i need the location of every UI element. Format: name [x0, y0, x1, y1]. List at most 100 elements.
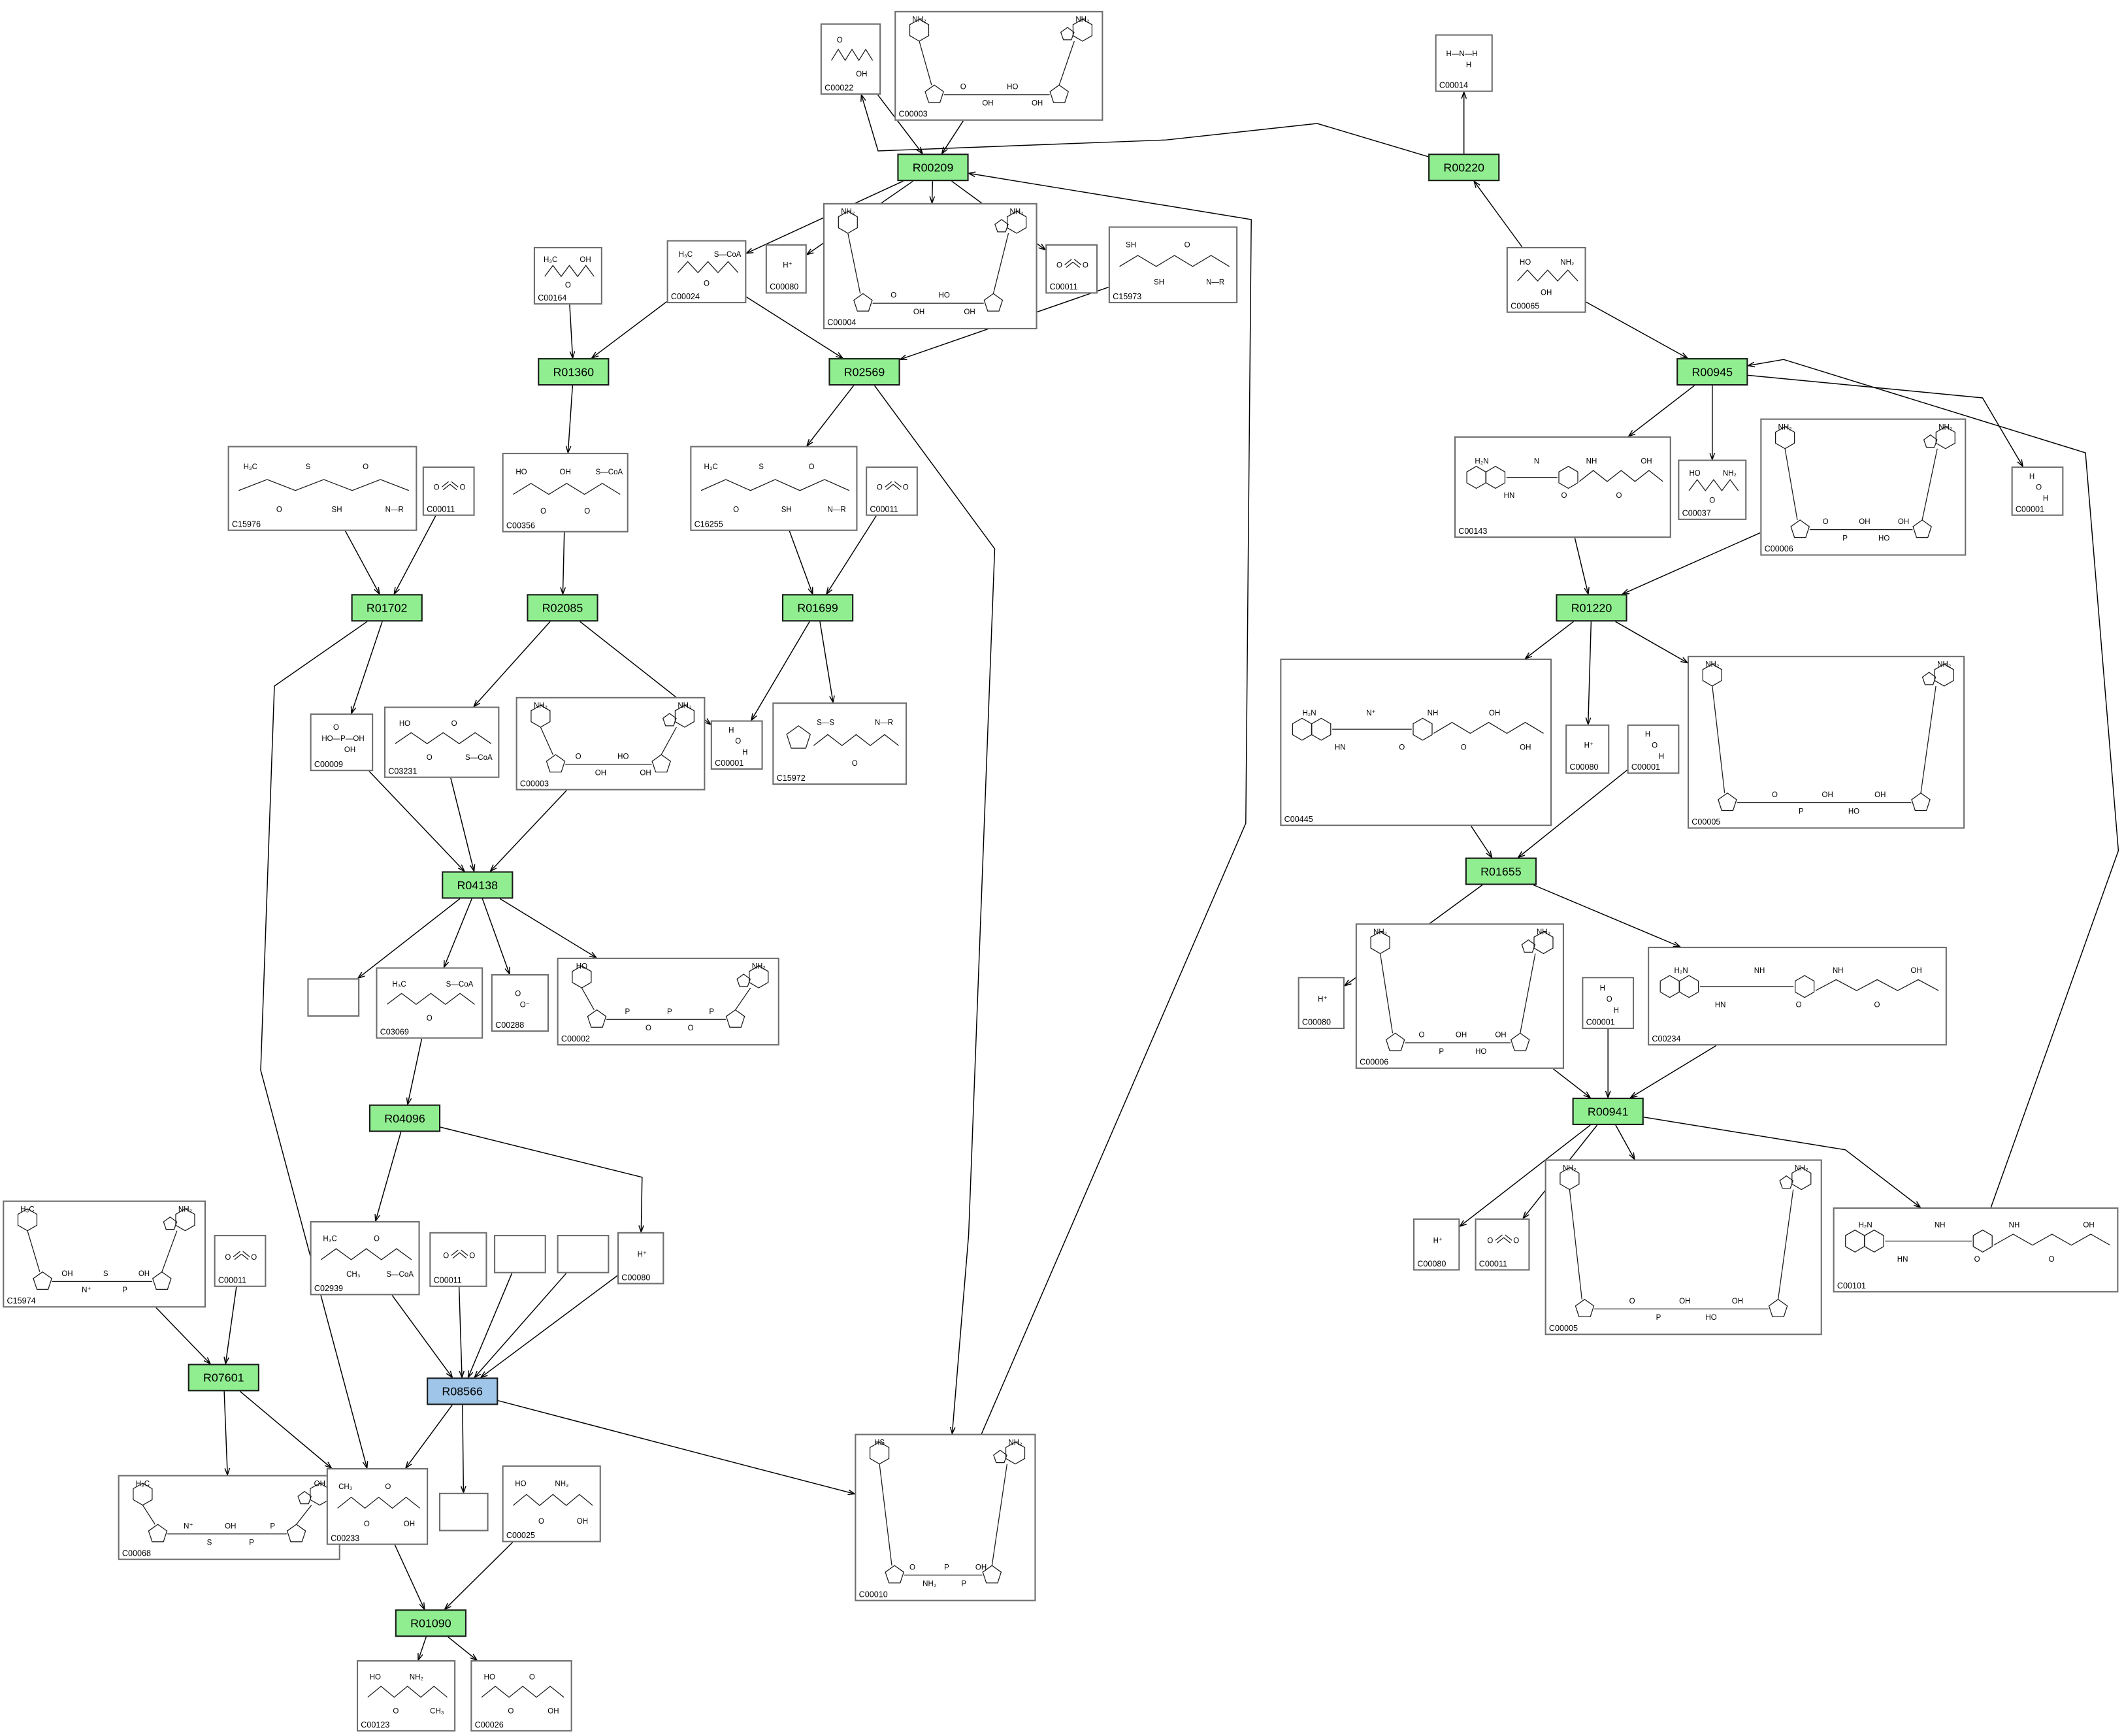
- compound-id-label: C00009: [314, 761, 344, 770]
- svg-text:NH: NH: [1586, 458, 1597, 466]
- svg-text:O: O: [508, 1707, 514, 1715]
- edge-arrow: [239, 1390, 333, 1469]
- compound-node-c00080[interactable]: H⁺C00080: [1413, 1218, 1460, 1271]
- reaction-node-r07601[interactable]: R07601: [188, 1364, 259, 1392]
- edge-arrow: [498, 1400, 857, 1496]
- reaction-label: R01360: [553, 365, 595, 379]
- reaction-node-r04096[interactable]: R04096: [368, 1104, 441, 1132]
- structure-drawing: H—N—HH: [1446, 50, 1478, 69]
- reaction-node-r04138[interactable]: R04138: [442, 871, 514, 899]
- reaction-node-r01360[interactable]: R01360: [538, 358, 610, 386]
- reaction-node-r00941[interactable]: R00941: [1572, 1097, 1644, 1125]
- compound-id-label: C00001: [715, 760, 744, 768]
- svg-text:NH₂: NH₂: [1075, 16, 1089, 24]
- svg-text:OH: OH: [560, 468, 571, 476]
- edge-arrow: [1574, 538, 1590, 596]
- compound-node-c00080[interactable]: H⁺C00080: [1565, 724, 1610, 774]
- edge-arrow: [406, 1038, 423, 1106]
- compound-id-label: C00026: [474, 1722, 504, 1731]
- svg-text:NH: NH: [1935, 1221, 1946, 1229]
- svg-text:P: P: [1439, 1048, 1444, 1055]
- edge-arrow: [489, 790, 567, 873]
- reaction-node-r00220[interactable]: R00220: [1428, 154, 1500, 182]
- reaction-label: R00209: [912, 160, 954, 174]
- reaction-node-r08566[interactable]: R08566: [427, 1377, 498, 1405]
- svg-text:O: O: [374, 1236, 380, 1243]
- svg-text:OH: OH: [856, 71, 867, 78]
- edge-arrow: [569, 304, 576, 360]
- compound-node-c00080[interactable]: H⁺C00080: [617, 1232, 664, 1285]
- reaction-node-r00945[interactable]: R00945: [1676, 358, 1748, 386]
- svg-text:O: O: [393, 1707, 399, 1715]
- compound-node-c00080[interactable]: H⁺C00080: [765, 244, 807, 294]
- compound-node-c00080[interactable]: H⁺C00080: [1298, 977, 1345, 1029]
- svg-text:O: O: [451, 720, 457, 728]
- reaction-node-r02569[interactable]: R02569: [828, 358, 900, 386]
- reaction-label: R01090: [410, 1616, 451, 1630]
- structure-drawing: H⁺: [783, 261, 792, 269]
- reaction-node-r01655[interactable]: R01655: [1465, 857, 1537, 885]
- svg-text:NH: NH: [1833, 967, 1844, 975]
- reaction-node-r01090[interactable]: R01090: [395, 1609, 466, 1637]
- reaction-node-r01702[interactable]: R01702: [351, 594, 423, 622]
- compound-id-label: C00004: [827, 319, 857, 328]
- reaction-label: R02085: [542, 600, 583, 615]
- reaction-node-r01220[interactable]: R01220: [1556, 594, 1627, 622]
- reaction-node-r01699[interactable]: R01699: [782, 594, 854, 622]
- compound-id-label: C03231: [388, 768, 417, 777]
- reaction-node-r02085[interactable]: R02085: [527, 594, 598, 622]
- edge-arrow: [440, 1126, 644, 1234]
- reaction-node-r00209[interactable]: R00209: [897, 154, 969, 182]
